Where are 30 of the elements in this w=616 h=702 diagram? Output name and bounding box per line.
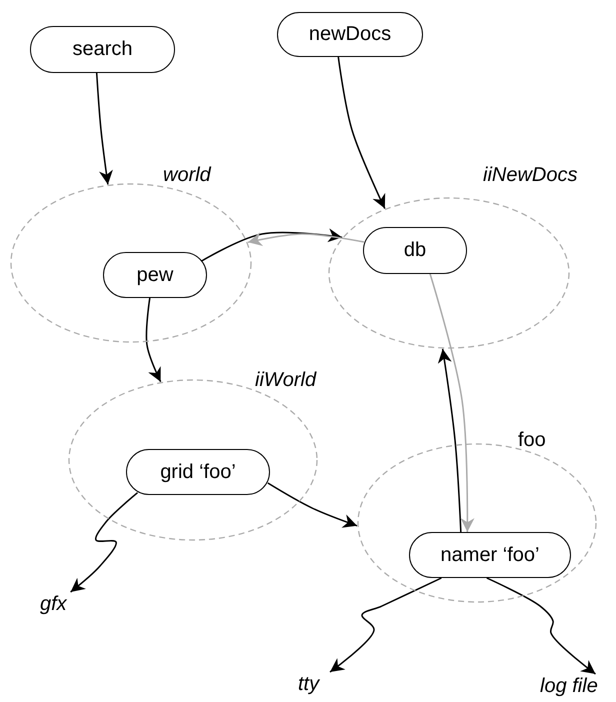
node-label: namer ‘foo’ [440, 544, 540, 566]
arrow [96, 72, 113, 185]
arrow [70, 492, 138, 593]
arrow [330, 577, 442, 673]
node-label: db [404, 239, 426, 262]
rounded-box [30, 26, 175, 73]
arrow [267, 482, 358, 528]
output-label: log file [540, 674, 614, 698]
arrow [146, 298, 162, 382]
rounded-box [409, 532, 571, 578]
arrow [199, 228, 342, 263]
arrow [428, 272, 474, 532]
arrow [486, 577, 596, 675]
arrow [438, 348, 462, 532]
node-label: pew [136, 264, 174, 286]
arrow [248, 232, 364, 246]
node-label: newDocs [308, 23, 392, 46]
group-label: iiWorld [255, 369, 316, 391]
node-label: grid ‘foo’ [160, 460, 236, 484]
rounded-box [277, 12, 423, 57]
output-label: tty [298, 672, 330, 696]
node-label: search [72, 38, 133, 61]
group-label: iiNewDocs [483, 164, 578, 186]
group-label: foo [518, 429, 546, 451]
arrow [338, 56, 386, 209]
output-label: gfx [40, 592, 74, 616]
group-label: world [163, 164, 211, 186]
rounded-box [103, 252, 207, 298]
rounded-box [126, 449, 270, 495]
rounded-box [363, 227, 467, 274]
